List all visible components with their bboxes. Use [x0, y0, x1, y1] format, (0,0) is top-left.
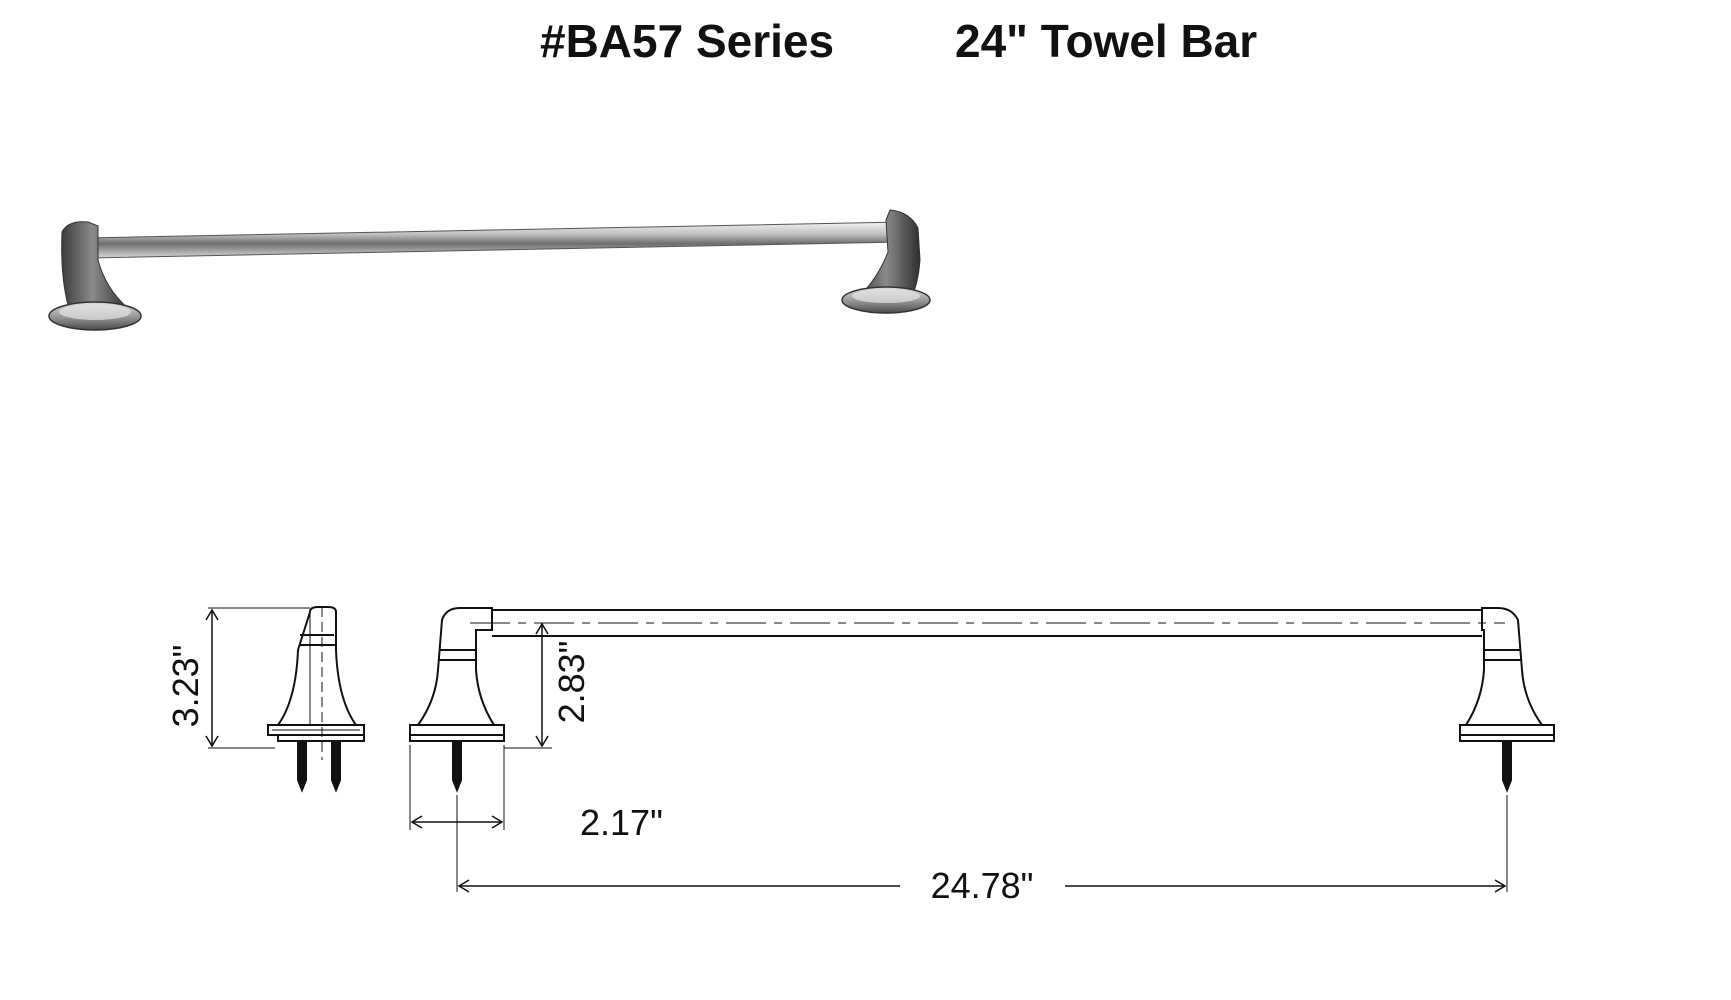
product-title: 24" Towel Bar	[955, 15, 1258, 67]
product-photo	[48, 209, 931, 331]
base-width-label: 2.17"	[580, 802, 663, 843]
side-view	[205, 606, 365, 793]
post-height-label: 2.83"	[551, 641, 592, 724]
photo-bar	[84, 221, 903, 259]
photo-left-post	[48, 221, 142, 331]
technical-drawing: 3.23" 2.83" 2.17" 24.78"	[165, 606, 1555, 906]
photo-right-post	[841, 209, 931, 314]
front-view	[409, 607, 1555, 893]
title-bar: #BA57 Series 24" Towel Bar	[0, 14, 1731, 70]
overall-length-label: 24.78"	[931, 865, 1034, 906]
side-height-label: 3.23"	[165, 645, 206, 728]
series-title: #BA57 Series	[540, 15, 835, 67]
